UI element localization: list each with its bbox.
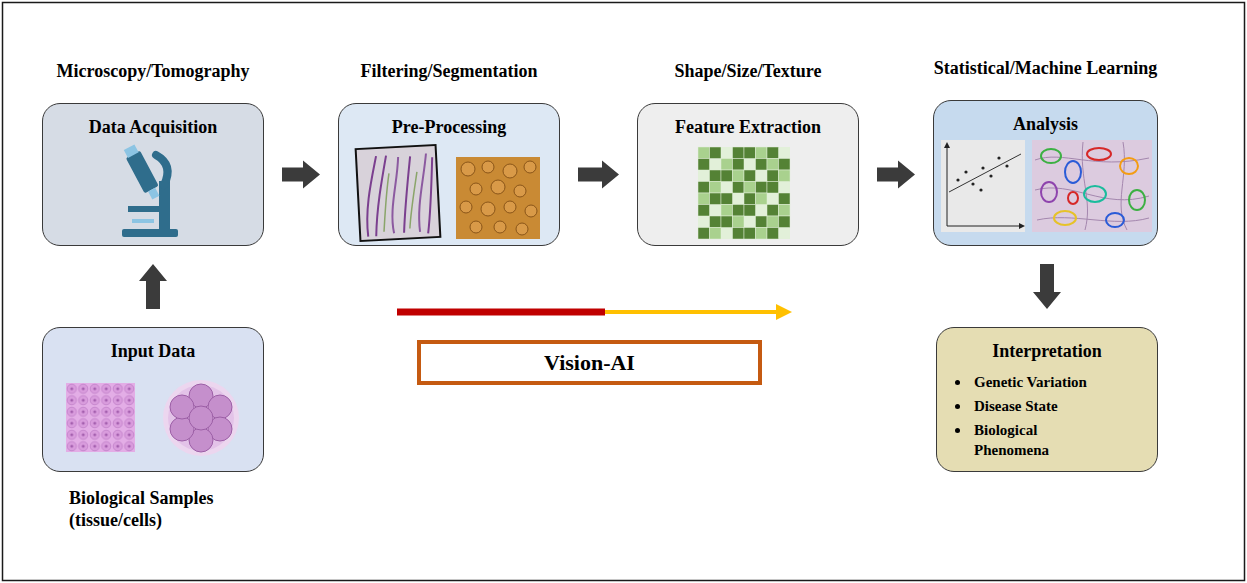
box-title: Analysis (1013, 113, 1078, 135)
stage-heading: Shape/Size/Texture (674, 60, 821, 82)
box-title: Input Data (111, 340, 196, 362)
process-box: Statistical/Machine LearningAnalysis (933, 100, 1158, 246)
box-title: Feature Extraction (675, 116, 821, 138)
frame-border (3, 3, 1245, 581)
stage-heading: Microscopy/Tomography (56, 60, 249, 82)
progress-arrowhead (776, 304, 792, 320)
stage-heading: Statistical/Machine Learning (934, 57, 1158, 79)
process-box: Microscopy/TomographyData Acquisition (42, 103, 264, 246)
progress-bar-yellow (605, 310, 778, 314)
block-arrow (1033, 264, 1061, 309)
block-arrow (877, 161, 915, 189)
bullet-dot (955, 380, 960, 385)
caption: Biological Samples (tissue/cells) (69, 487, 239, 531)
block-arrow (578, 161, 619, 189)
bullet-text: Genetic Variation (974, 372, 1087, 392)
bullet-text: Disease State (974, 396, 1058, 416)
bullet-dot (955, 428, 960, 433)
box-title: Data Acquisition (89, 116, 218, 138)
box-title: Pre-Processing (392, 116, 506, 138)
progress-bar-red (397, 309, 605, 316)
block-arrow (139, 264, 167, 309)
stage-heading: Filtering/Segmentation (361, 60, 538, 82)
bullet-item: Genetic Variation (955, 372, 1157, 392)
process-box: Filtering/SegmentationPre-Processing (338, 103, 560, 246)
label-box: Vision-AI (417, 340, 762, 385)
result-box: InterpretationGenetic VariationDisease S… (936, 327, 1158, 472)
input-box: Input DataBiological Samples (tissue/cel… (42, 327, 264, 472)
bullet-text: Biological Phenomena (974, 420, 1114, 460)
bullet-dot (955, 404, 960, 409)
bullet-item: Disease State (955, 396, 1157, 416)
process-box: Shape/Size/TextureFeature Extraction (637, 103, 859, 246)
box-title: Interpretation (992, 340, 1102, 362)
block-arrow (282, 161, 320, 189)
bullet-item: Biological Phenomena (955, 420, 1157, 460)
box-title: Vision-AI (544, 350, 635, 376)
